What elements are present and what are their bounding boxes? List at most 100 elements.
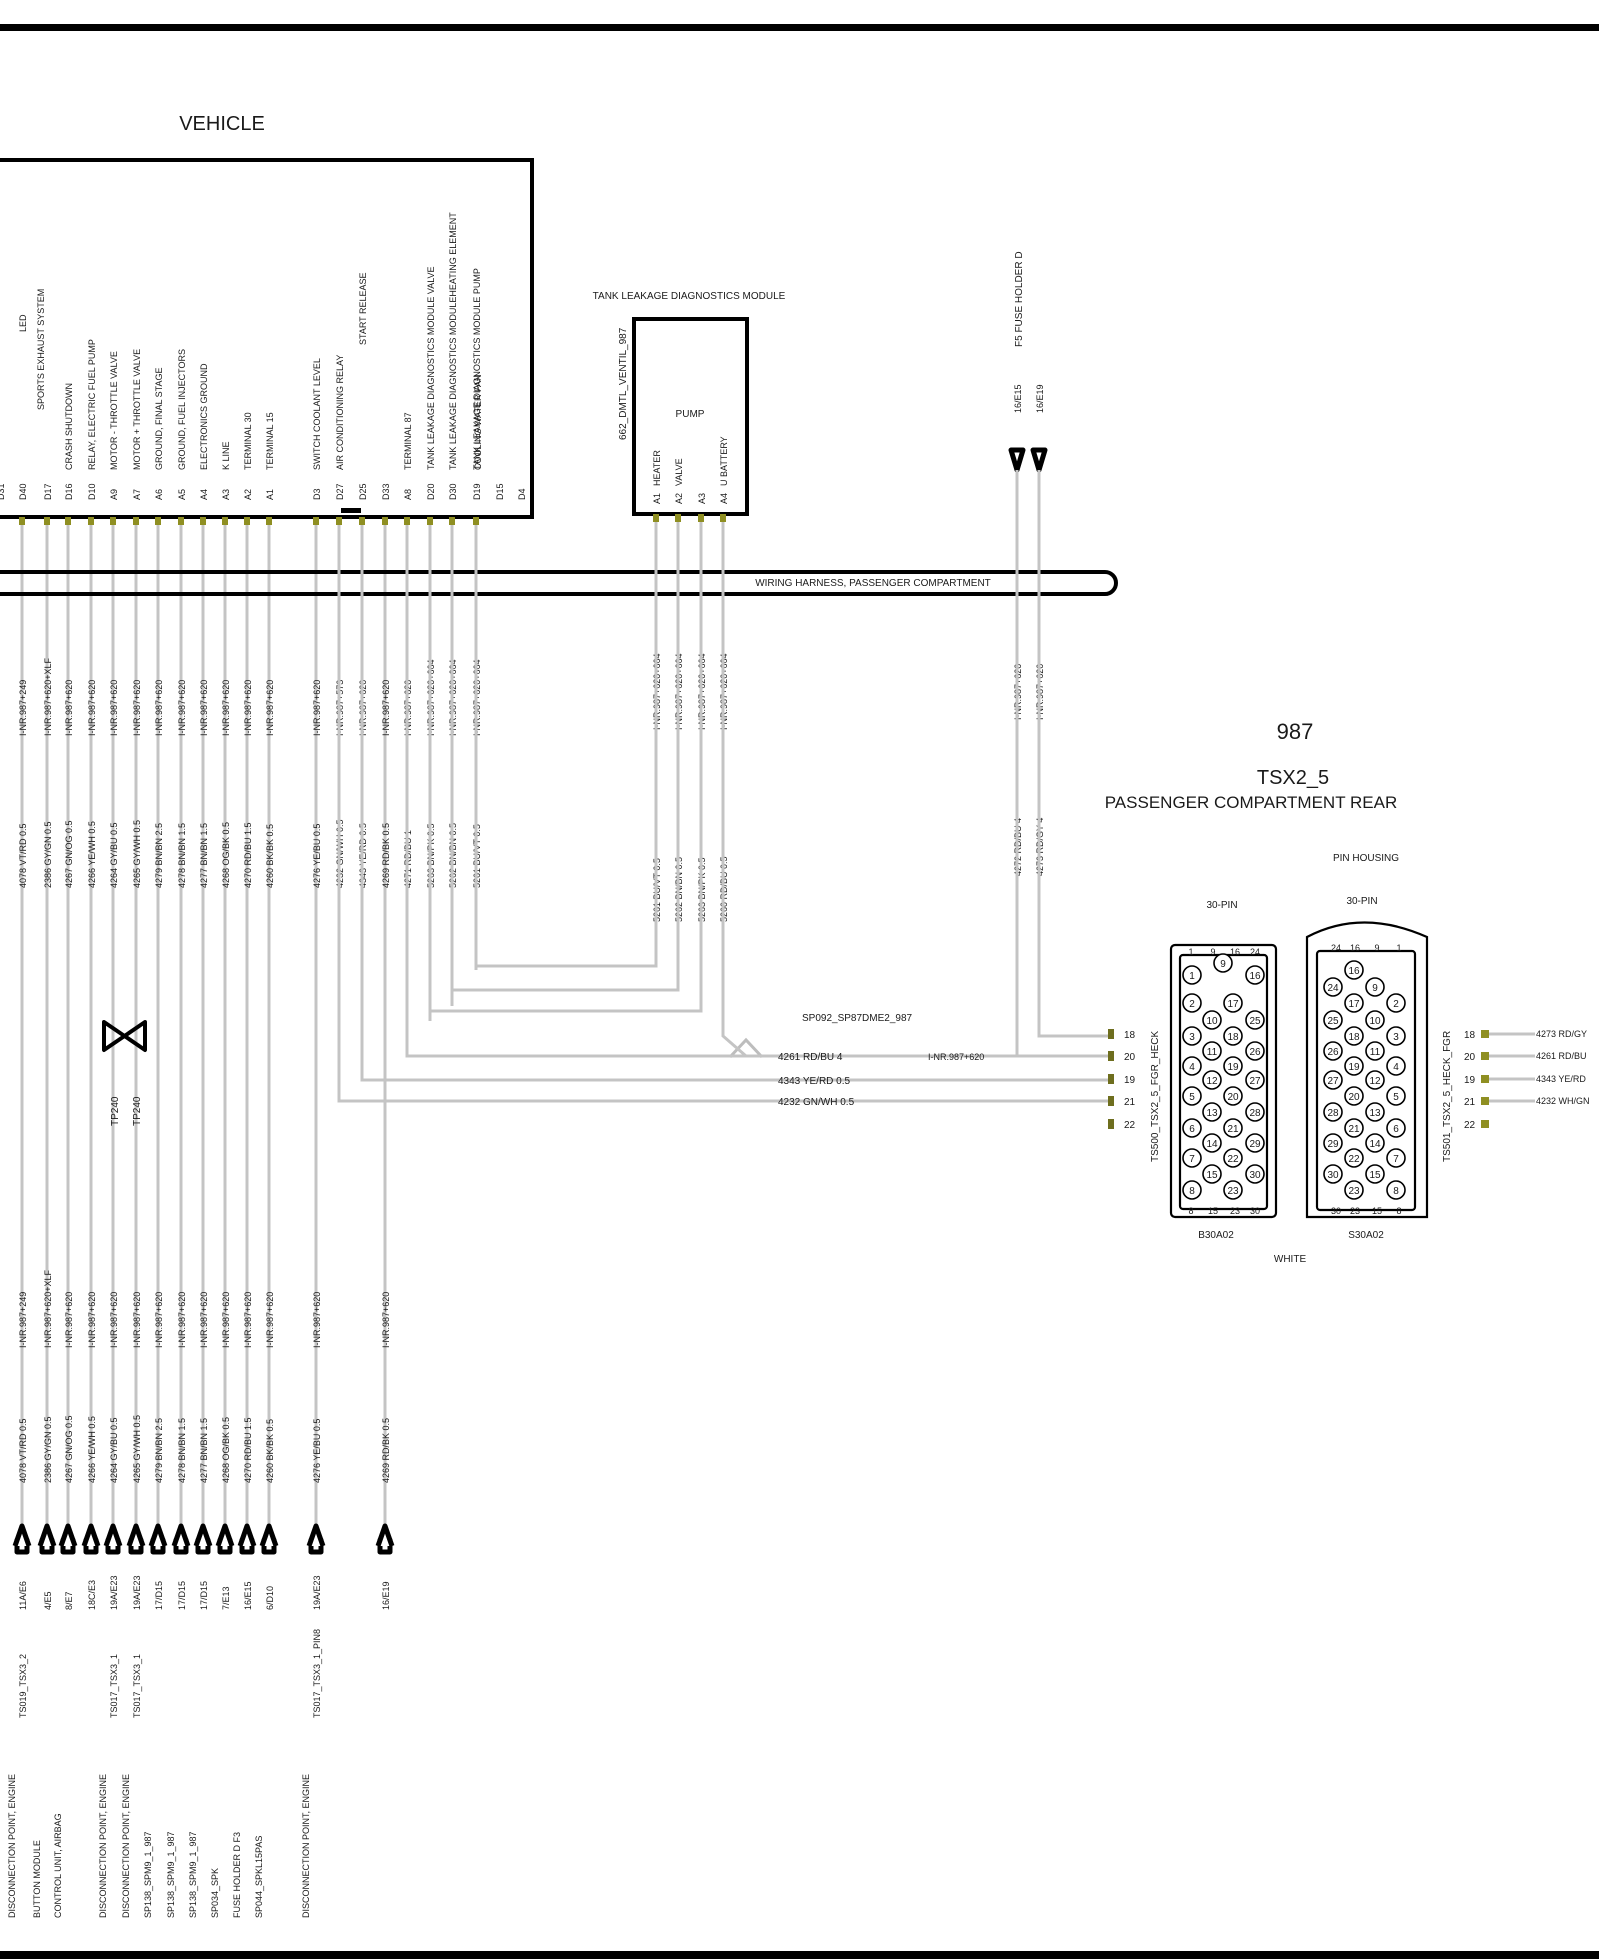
tsx-b30a02-hole: 1 <box>1182 965 1202 985</box>
pin-terminal <box>473 517 479 525</box>
vehicle-pin-number: A6 <box>154 489 164 500</box>
wire-xref-lower: I-NR.987+620 <box>109 1292 119 1348</box>
tsx-left-pin-number: 20 <box>1124 1052 1136 1063</box>
wire-end-reference: 18C/E3 <box>87 1580 97 1610</box>
wire-xref: I-NR.987+620 <box>64 680 74 736</box>
svg-text:10: 10 <box>1369 1016 1381 1027</box>
svg-text:19: 19 <box>1348 1062 1360 1073</box>
tsx-b30a02-hole: 17 <box>1223 993 1243 1013</box>
wire-xref: I-NR.987+620 <box>132 680 142 736</box>
vehicle-pin-function: SPORTS EXHAUST SYSTEM <box>36 289 46 410</box>
svg-text:5: 5 <box>1393 1092 1399 1103</box>
wire-xref: I-NR.987+620 <box>243 680 253 736</box>
harness-label: WIRING HARNESS, PASSENGER COMPARTMENT <box>755 578 991 589</box>
wire-xref: I-NR.987+620 <box>177 680 187 736</box>
wire-color-label-lower: 2386 GY/GN 0.5 <box>43 1416 53 1483</box>
wire-end-name-2: TS017_TSX3_1_PIN8 <box>312 1629 322 1718</box>
tank-module-box <box>632 317 749 516</box>
tsx-s30a02-hole: 9 <box>1365 977 1385 997</box>
svg-text:14: 14 <box>1206 1139 1218 1150</box>
svg-text:27: 27 <box>1249 1076 1261 1087</box>
svg-text:12: 12 <box>1369 1076 1381 1087</box>
svg-text:28: 28 <box>1249 1108 1261 1119</box>
tsx-b30a02-hole: 21 <box>1223 1118 1243 1138</box>
vehicle-pin-number: A7 <box>132 489 142 500</box>
vehicle-pin-function: TANK LEAKAGE DIAGNOSTICS MODULEHEATING E… <box>448 212 458 470</box>
tsx-s30a02-hole: 11 <box>1365 1041 1385 1061</box>
tsx-right-face-top-number: 1 <box>1396 943 1401 953</box>
vehicle-pin-number: A4 <box>199 489 209 500</box>
tsx-right-pin-number: 19 <box>1464 1075 1476 1086</box>
pin-terminal <box>720 514 726 522</box>
terminal-arrow-icon <box>148 1523 168 1547</box>
pin-terminal <box>1108 1029 1114 1039</box>
tsx-s30a02-hole: 2 <box>1386 993 1406 1013</box>
tsx-left-side-label: TS500_TSX2_5_FGR_HECK <box>1150 1030 1161 1162</box>
wire-end-name: DISCONNECTION POINT, ENGINE <box>7 1774 17 1918</box>
tsx-left-face-bottom-number: 15 <box>1208 1206 1218 1216</box>
tp240-label-2: TP240 <box>132 1096 143 1126</box>
vehicle-pin-d31: D31 <box>0 483 6 500</box>
svg-text:23: 23 <box>1348 1186 1360 1197</box>
pin-terminal <box>1481 1120 1489 1128</box>
svg-text:2: 2 <box>1189 999 1195 1010</box>
tsx-location: PASSENGER COMPARTMENT REAR <box>1105 793 1398 812</box>
vehicle-pin-function: CRASH SHUTDOWN <box>64 383 74 470</box>
vehicle-pin-number: D19 <box>472 483 482 500</box>
tank-pin-number: A2 <box>674 493 684 504</box>
wire-color-label: 4269 RD/BK 0.5 <box>381 823 391 888</box>
vehicle-pin-number: A1 <box>265 489 275 500</box>
tsx-right-wire-label: 4343 YE/RD <box>1536 1074 1586 1084</box>
wire-end-name: SP044_SPKL15PAS <box>254 1836 264 1918</box>
wire-d33-a8-to-20 <box>405 525 1110 1058</box>
pin-terminal <box>266 517 272 525</box>
vehicle-title: VEHICLE <box>179 113 265 135</box>
tsx-b30a02-hole: 16 <box>1245 965 1265 985</box>
pin-terminal <box>313 517 319 525</box>
vehicle-pin-number: D3 <box>312 488 322 500</box>
tsx-left-face-bottom-number: 30 <box>1250 1206 1260 1216</box>
splice-label: SP092_SP87DME2_987 <box>802 1013 913 1024</box>
vehicle-pin-number: D33 <box>381 483 391 500</box>
vehicle-pin-number: D15 <box>495 483 505 500</box>
svg-text:22: 22 <box>1227 1154 1239 1165</box>
tank-module-pump-label: PUMP <box>676 409 705 420</box>
wire-xref-lower: I-NR.987+620 <box>64 1292 74 1348</box>
vehicle-pin-function: TERMINAL 30 <box>243 412 253 470</box>
svg-text:26: 26 <box>1327 1047 1339 1058</box>
terminal-arrow-icon <box>259 1523 279 1547</box>
pin-terminal <box>427 517 433 525</box>
svg-text:29: 29 <box>1249 1139 1261 1150</box>
terminal-arrow-icon <box>375 1523 395 1547</box>
tsx-s30a02-hole: 3 <box>1386 1026 1406 1046</box>
pin-terminal <box>19 517 25 525</box>
wire-xref-lower: I-NR.987+620 <box>381 1292 391 1348</box>
svg-text:20: 20 <box>1348 1092 1360 1103</box>
wire-color-label-lower: 4268 OG/BK 0.5 <box>221 1417 231 1483</box>
tsx-b30a02-hole: 26 <box>1245 1041 1265 1061</box>
pin-terminal <box>1481 1097 1489 1105</box>
tsx-s30a02-hole: 20 <box>1344 1086 1364 1106</box>
vehicle-pin-function: TANK LEAKAGE DIAGNOSTICS MODULE VALVE <box>426 266 436 470</box>
svg-text:18: 18 <box>1348 1032 1360 1043</box>
wire-end-name-2: TS017_TSX3_1 <box>132 1654 142 1718</box>
wire-xref: I-NR.987+620+XLF <box>43 657 53 736</box>
tsx-s30a02-hole: 5 <box>1386 1086 1406 1106</box>
tsx-right-face-top-number: 9 <box>1374 943 1379 953</box>
wire-end-reference: 19A/E23 <box>132 1575 142 1610</box>
tsx-s30a02-hole: 30 <box>1323 1164 1343 1184</box>
tsx-right-face-bottom-number: 23 <box>1350 1206 1360 1216</box>
wire-end-name: FUSE HOLDER D F3 <box>232 1832 242 1918</box>
tsx-right-face-bottom-number: 30 <box>1331 1206 1341 1216</box>
tsx-b30a02-hole: 23 <box>1223 1180 1243 1200</box>
pin-terminal <box>1481 1030 1489 1038</box>
wire-tank-a4-to-splice <box>721 522 747 1058</box>
tsx-s30a02-hole: 29 <box>1323 1133 1343 1153</box>
